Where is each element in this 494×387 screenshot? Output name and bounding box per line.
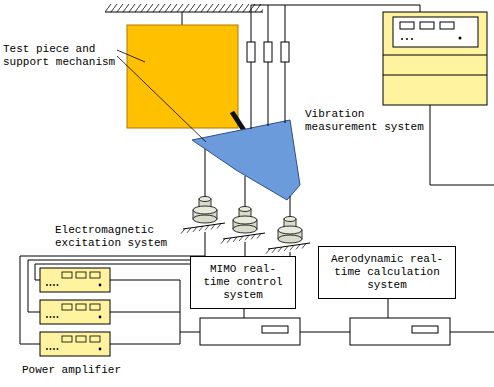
test-wing [192,120,300,200]
part-label: Test piece and support mechanism [3,43,118,69]
leader-line [117,56,206,142]
box-text: MIMO real-time control system [197,263,289,302]
controller-devices [200,318,450,345]
vibration-instrument [383,12,494,185]
system-box: Aerodynamic real-time calculation system [318,246,456,299]
part-label: Electromagnetic excitation system [55,224,173,250]
electromagnetic-exciters [181,149,310,254]
power-amplifiers [40,268,110,356]
system-box: MIMO real-time control system [190,256,296,309]
part-label: Power amplifier [22,364,132,377]
support-rod [182,12,183,25]
ceiling-line [105,12,263,13]
ceiling-hatch [105,4,263,12]
support-block [127,25,238,128]
box-text: Aerodynamic real-time calculation system [325,253,449,292]
part-label: Vibration measurement system [305,108,430,134]
